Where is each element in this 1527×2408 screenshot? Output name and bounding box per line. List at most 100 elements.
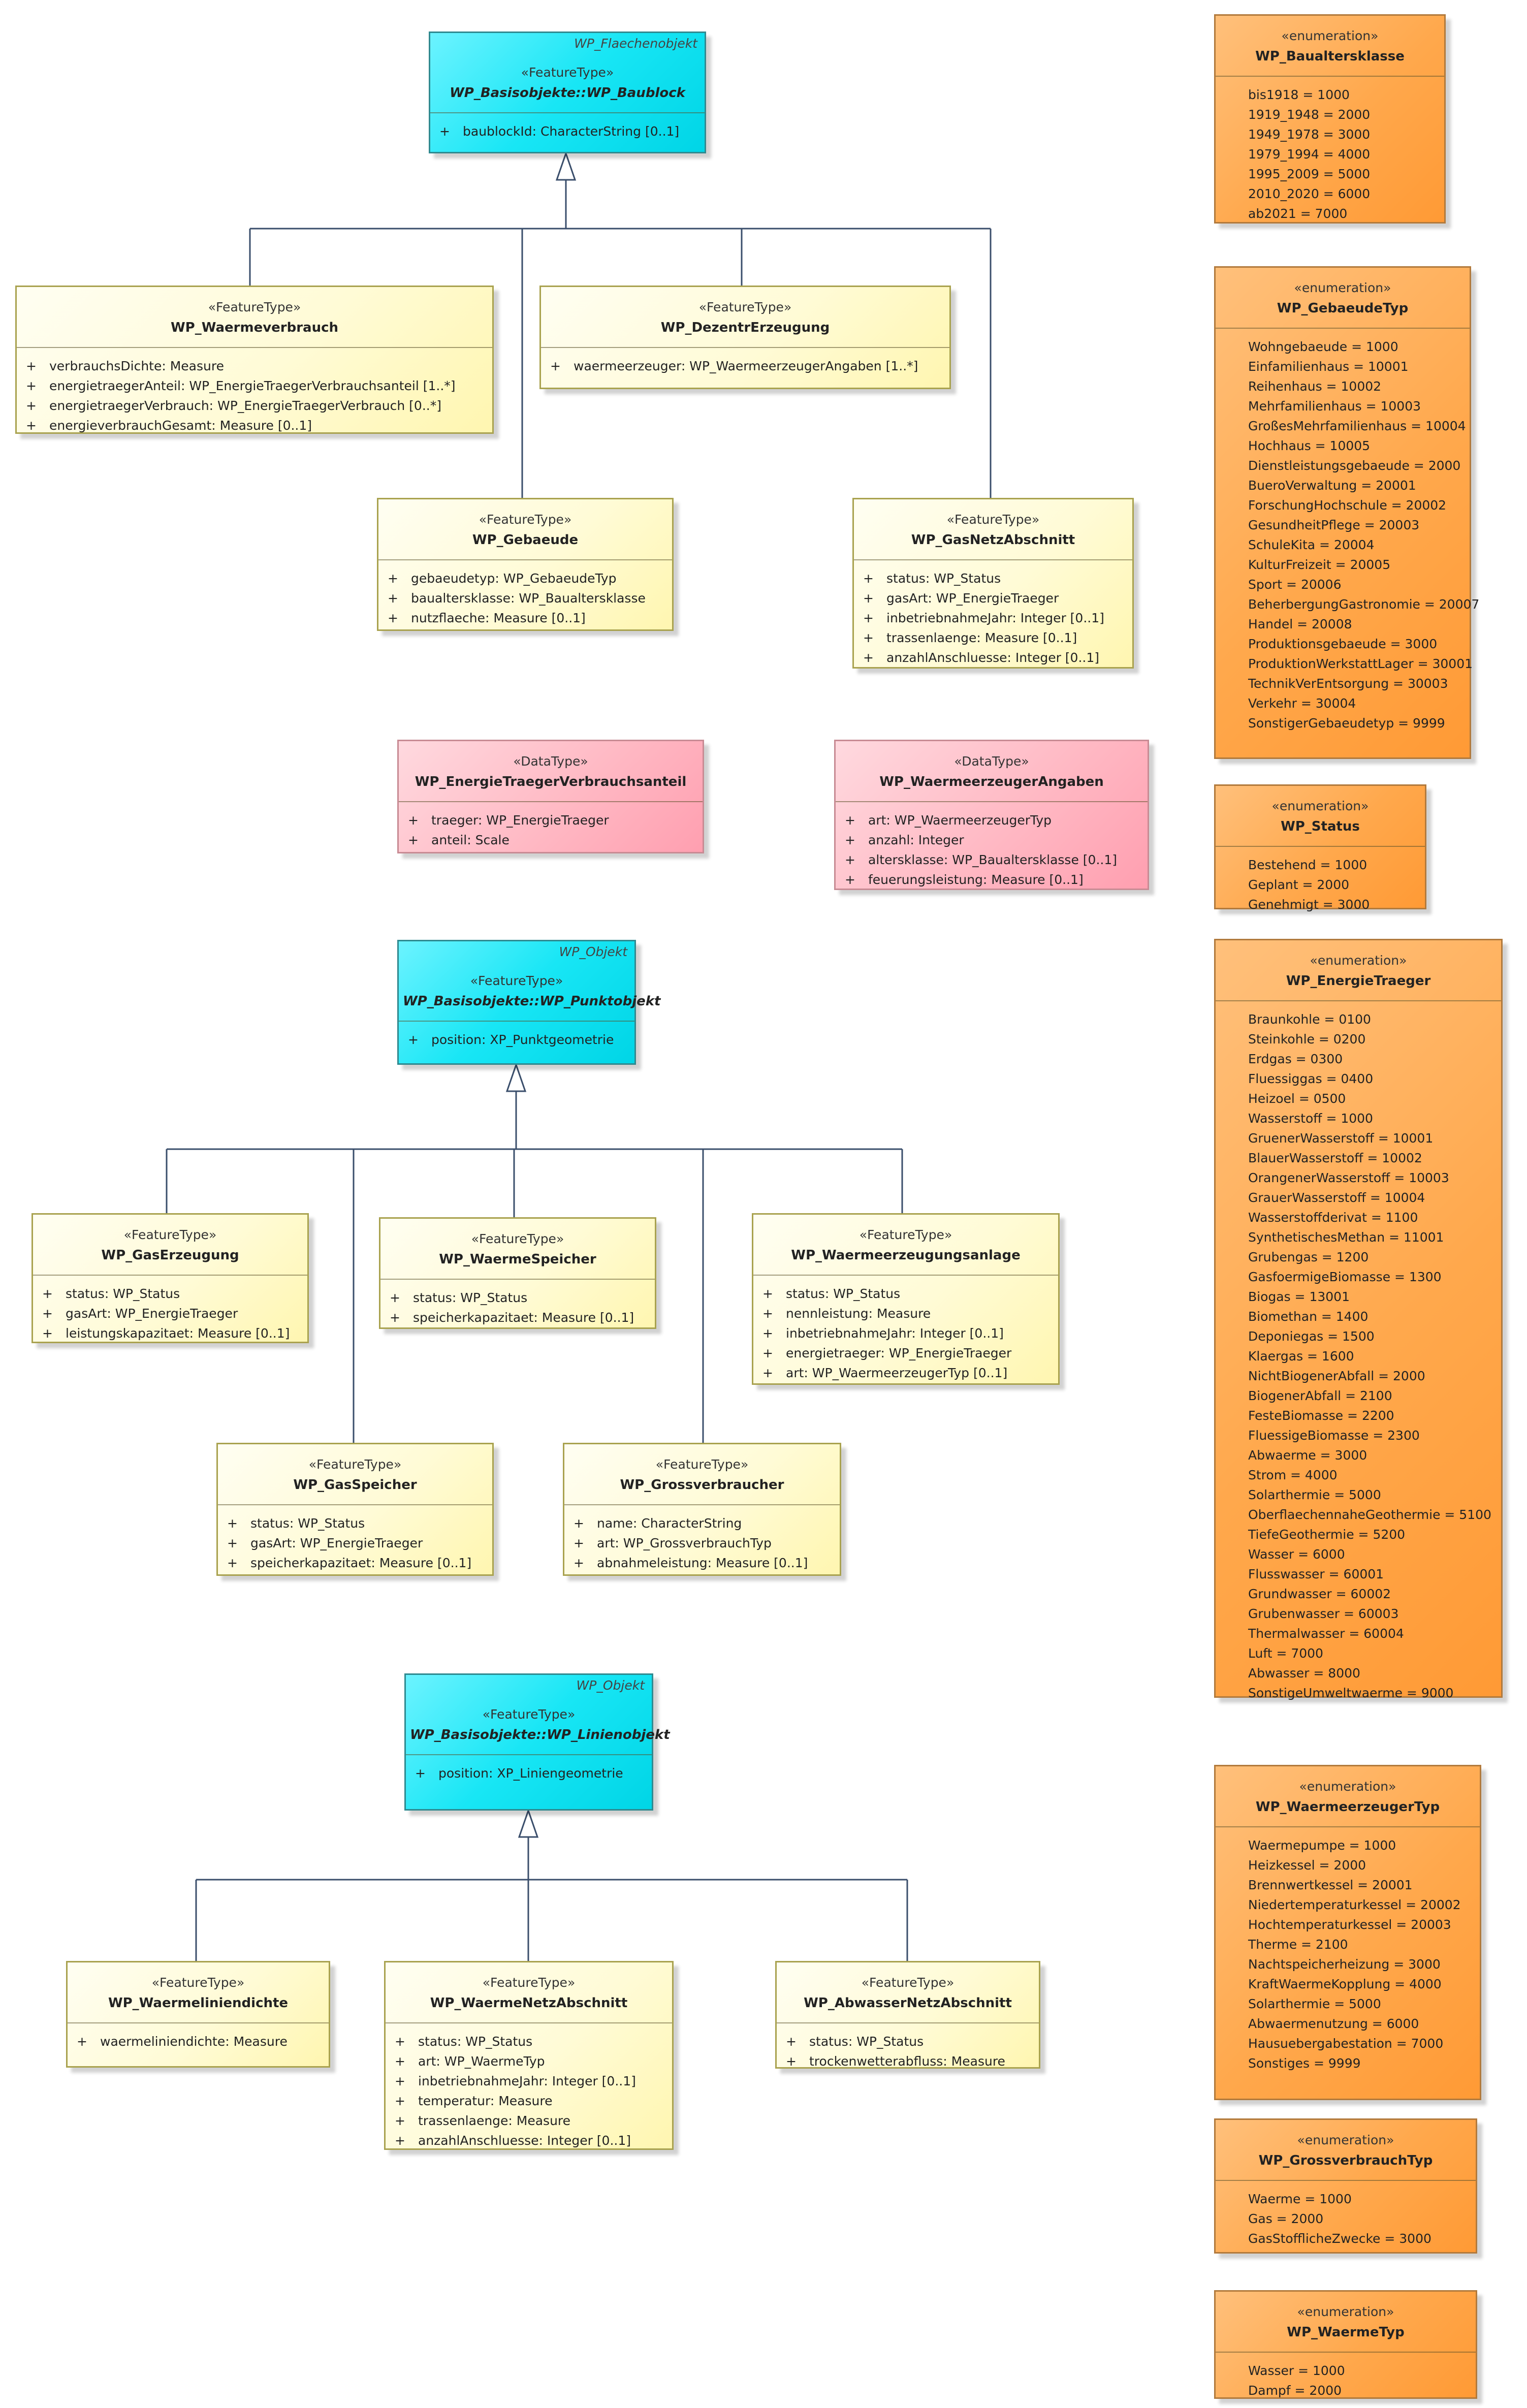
- attribute: +art: WP_WaermeerzeugerTyp: [845, 813, 1052, 828]
- enum-literal: Wasserstoff = 1000: [1248, 1111, 1373, 1126]
- class-wp-linienobjekt[interactable]: WP_Objekt «FeatureType» WP_Basisobjekte:…: [404, 1673, 670, 1811]
- class-name: WP_WaermeNetzAbschnitt: [430, 1995, 628, 2011]
- enum-literal: Luft = 7000: [1248, 1646, 1323, 1661]
- attribute: +status: WP_Status: [762, 1286, 901, 1301]
- class-header: «enumeration» WP_GrossverbrauchTyp: [1216, 2120, 1476, 2181]
- enum-literal: ProduktionWerkstattLager = 30001: [1248, 656, 1473, 671]
- class-name: WP_Baualtersklasse: [1255, 49, 1405, 64]
- enum-literal: OrangenerWasserstoff = 10003: [1248, 1170, 1449, 1185]
- enum-literal: Fluessiggas = 0400: [1248, 1071, 1374, 1086]
- class-wp-waermeliniendichte[interactable]: «FeatureType» WP_Waermeliniendichte +wae…: [66, 1961, 330, 2068]
- enum-literal: Abwaermenutzung = 6000: [1248, 2016, 1419, 2031]
- literal-list: Bestehend = 1000 Geplant = 2000 Genehmig…: [1216, 847, 1425, 921]
- enum-literal: GroßesMehrfamilienhaus = 10004: [1248, 419, 1466, 433]
- attribute: +art: WP_WaermeerzeugerTyp [0..1]: [762, 1366, 1008, 1380]
- enum-literal: Brennwertkessel = 20001: [1248, 1878, 1413, 1892]
- enum-wp-gebaeudetyp[interactable]: «enumeration» WP_GebaeudeTyp Wohngebaeud…: [1214, 266, 1480, 759]
- class-wp-gasnetzabschnitt[interactable]: «FeatureType» WP_GasNetzAbschnitt +statu…: [852, 498, 1134, 669]
- enum-literal: bis1918 = 1000: [1248, 87, 1350, 102]
- class-wp-abwassernetzabschnitt[interactable]: «FeatureType» WP_AbwasserNetzAbschnitt +…: [775, 1961, 1040, 2069]
- class-wp-gaserzeugung[interactable]: «FeatureType» WP_GasErzeugung +status: W…: [31, 1213, 309, 1343]
- class-name: WP_WaermeTyp: [1287, 2325, 1405, 2340]
- attribute: +position: XP_Liniengeometrie: [415, 1766, 623, 1781]
- class-name: WP_Waermeliniendichte: [108, 1995, 289, 2011]
- class-wp-waermespeicher[interactable]: «FeatureType» WP_WaermeSpeicher +status:…: [379, 1217, 656, 1329]
- datatype-wp-energietraegerverbrauchsanteil[interactable]: «DataType» WP_EnergieTraegerVerbrauchsan…: [397, 740, 704, 853]
- enum-literal: BlauerWasserstoff = 10002: [1248, 1151, 1422, 1165]
- enum-literal: Grundwasser = 60002: [1248, 1587, 1391, 1601]
- class-wp-waermeerzeugungsanlage[interactable]: «FeatureType» WP_Waermeerzeugungsanlage …: [752, 1213, 1060, 1385]
- class-header: «FeatureType» WP_Gebaeude: [378, 499, 672, 560]
- parent-label: WP_Objekt: [576, 1678, 645, 1693]
- class-header: «FeatureType» WP_Basisobjekte::WP_Punkto…: [399, 941, 660, 1022]
- attribute-list: +status: WP_Status +speicherkapazitaet: …: [380, 1280, 655, 1334]
- class-name: WP_WaermeerzeugerAngaben: [879, 774, 1104, 789]
- class-wp-gasspeicher[interactable]: «FeatureType» WP_GasSpeicher +status: WP…: [216, 1443, 494, 1576]
- class-name: WP_Grossverbraucher: [620, 1477, 784, 1493]
- attribute: +baublockId: CharacterString [0..1]: [439, 124, 680, 139]
- enum-literal: BeherbergungGastronomie = 20007: [1248, 597, 1480, 612]
- class-wp-waermenetzabschnitt[interactable]: «FeatureType» WP_WaermeNetzAbschnitt +st…: [384, 1961, 674, 2150]
- enum-wp-waermeerzeugertyp[interactable]: «enumeration» WP_WaermeerzeugerTyp Waerm…: [1214, 1765, 1481, 2100]
- enum-literal: Einfamilienhaus = 10001: [1248, 359, 1409, 374]
- enum-wp-baualtersklasse[interactable]: «enumeration» WP_Baualtersklasse bis1918…: [1214, 14, 1446, 224]
- class-header: «FeatureType» WP_GasSpeicher: [218, 1444, 492, 1505]
- attribute: +status: WP_Status: [390, 1290, 528, 1305]
- attribute-list: +waermeerzeuger: WP_WaermeerzeugerAngabe…: [541, 348, 949, 382]
- class-name: WP_Waermeerzeugungsanlage: [791, 1248, 1021, 1263]
- class-wp-gebaeude[interactable]: «FeatureType» WP_Gebaeude +gebaeudetyp: …: [377, 498, 674, 631]
- class-name: WP_GrossverbrauchTyp: [1258, 2153, 1433, 2168]
- class-header: «FeatureType» WP_GasNetzAbschnitt: [854, 499, 1132, 560]
- class-header: «DataType» WP_WaermeerzeugerAngaben: [836, 741, 1148, 802]
- enum-wp-grossverbrauchtyp[interactable]: «enumeration» WP_GrossverbrauchTyp Waerm…: [1214, 2118, 1477, 2254]
- attribute: +altersklasse: WP_Baualtersklasse [0..1]: [845, 852, 1117, 867]
- class-wp-punktobjekt[interactable]: WP_Objekt «FeatureType» WP_Basisobjekte:…: [397, 940, 660, 1065]
- stereotype: «DataType»: [513, 754, 588, 769]
- class-header: «enumeration» WP_Baualtersklasse: [1216, 16, 1444, 77]
- attribute: +inbetriebnahmeJahr: Integer [0..1]: [863, 611, 1104, 625]
- enum-literal: Wasserstoffderivat = 1100: [1248, 1210, 1418, 1225]
- literal-list: bis1918 = 1000 1919_1948 = 2000 1949_197…: [1216, 77, 1444, 230]
- enum-wp-waermetyp[interactable]: «enumeration» WP_WaermeTyp Wasser = 1000…: [1214, 2290, 1477, 2399]
- attribute: +trassenlaenge: Measure [0..1]: [863, 630, 1077, 645]
- enum-literal: Therme = 2100: [1248, 1937, 1348, 1952]
- class-name: WP_EnergieTraegerVerbrauchsanteil: [415, 774, 687, 789]
- attribute: +temperatur: Measure: [395, 2094, 553, 2108]
- stereotype: «FeatureType»: [698, 300, 792, 314]
- attribute: +anzahl: Integer: [845, 833, 964, 847]
- class-header: «FeatureType» WP_AbwasserNetzAbschnitt: [777, 1962, 1039, 2023]
- attribute: +inbetriebnahmeJahr: Integer [0..1]: [395, 2074, 636, 2088]
- enum-literal: Sonstiges = 9999: [1248, 2056, 1361, 2071]
- enum-wp-status[interactable]: «enumeration» WP_Status Bestehend = 1000…: [1214, 784, 1426, 912]
- class-header: «FeatureType» WP_WaermeNetzAbschnitt: [386, 1962, 672, 2023]
- literal-list: Wasser = 1000 Dampf = 2000: [1216, 2353, 1476, 2406]
- class-wp-dezentrerzeugung[interactable]: «FeatureType» WP_DezentrErzeugung +waerm…: [539, 286, 951, 389]
- enum-literal: Hausuebergabestation = 7000: [1248, 2036, 1444, 2051]
- datatype-wp-waermeerzeugerangaben[interactable]: «DataType» WP_WaermeerzeugerAngaben +art…: [834, 740, 1149, 890]
- enum-literal: Wasser = 1000: [1248, 2363, 1345, 2378]
- enum-literal: Mehrfamilienhaus = 10003: [1248, 399, 1421, 414]
- enum-literal: Flusswasser = 60001: [1248, 1567, 1384, 1581]
- class-name: WP_WaermeSpeicher: [439, 1252, 596, 1267]
- class-name: WP_Status: [1281, 819, 1360, 834]
- stereotype: «enumeration»: [1297, 2304, 1394, 2319]
- class-wp-baublock[interactable]: WP_Flaechenobjekt «FeatureType» WP_Basis…: [429, 31, 706, 153]
- class-header: «FeatureType» WP_Waermeverbrauch: [17, 287, 492, 348]
- enum-literal: Solarthermie = 5000: [1248, 1487, 1381, 1502]
- enum-literal: Strom = 4000: [1248, 1468, 1338, 1482]
- enum-literal: Braunkohle = 0100: [1248, 1012, 1371, 1027]
- enum-literal: Waerme = 1000: [1248, 2192, 1352, 2206]
- enum-literal: Nachtspeicherheizung = 3000: [1248, 1957, 1441, 1972]
- attribute-list: +status: WP_Status +gasArt: WP_EnergieTr…: [854, 560, 1132, 674]
- attribute: +trassenlaenge: Measure: [395, 2113, 571, 2128]
- class-header: «FeatureType» WP_Basisobjekte::WP_Linien…: [406, 1675, 670, 1755]
- stereotype: «FeatureType»: [470, 973, 563, 988]
- enum-literal: Heizoel = 0500: [1248, 1091, 1346, 1106]
- enum-literal: 2010_2020 = 6000: [1248, 186, 1371, 201]
- class-header: «enumeration» WP_EnergieTraeger: [1216, 940, 1501, 1001]
- enum-wp-energietraeger[interactable]: «enumeration» WP_EnergieTraeger Braunkoh…: [1214, 939, 1503, 1700]
- attribute-list: +status: WP_Status +art: WP_WaermeTyp +i…: [386, 2023, 672, 2157]
- attribute: +position: XP_Punktgeometrie: [408, 1032, 614, 1047]
- class-wp-grossverbraucher[interactable]: «FeatureType» WP_Grossverbraucher +name:…: [563, 1443, 841, 1576]
- class-wp-waermeverbrauch[interactable]: «FeatureType» WP_Waermeverbrauch +verbra…: [15, 286, 494, 434]
